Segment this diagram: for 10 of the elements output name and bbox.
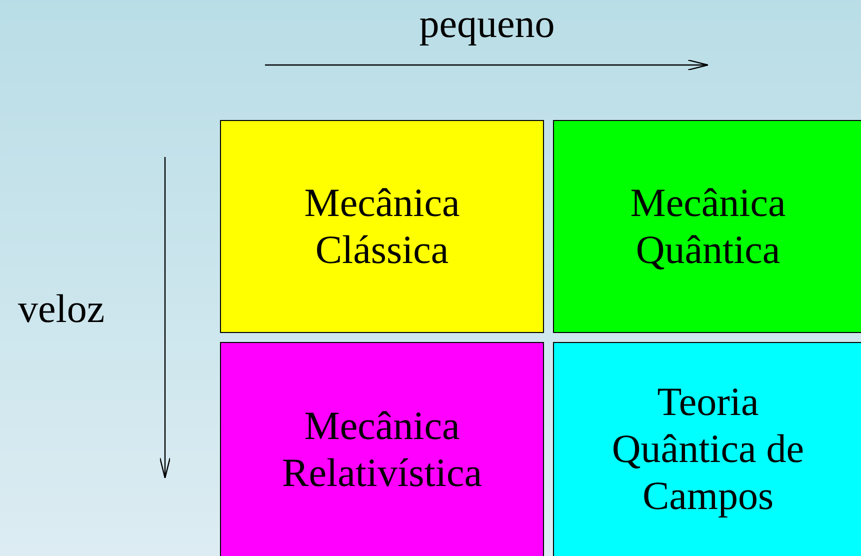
colored-panel — [220, 342, 544, 556]
axis-label: pequeno — [419, 0, 555, 47]
axis-label: veloz — [18, 285, 105, 332]
colored-panel — [220, 120, 544, 333]
colored-panel — [553, 342, 861, 556]
colored-panel — [553, 120, 861, 333]
panel-title: Mecânica Relativística — [281, 402, 483, 496]
panel-title: Teoria Quântica de Campos — [610, 379, 806, 520]
panel-title: Mecânica Clássica — [303, 180, 461, 274]
panel-title: Mecânica Quântica — [629, 180, 787, 274]
